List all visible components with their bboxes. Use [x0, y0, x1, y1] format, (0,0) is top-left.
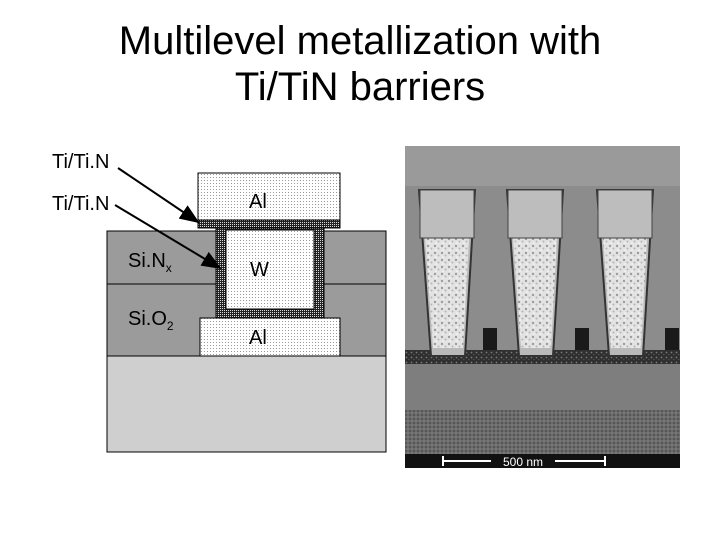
label-sio2-sub: 2	[167, 319, 174, 333]
label-al-top: Al	[249, 190, 267, 214]
sem-scale-label: 500 nm	[503, 455, 543, 468]
label-al-bottom: Al	[249, 326, 267, 350]
label-w-plug: W	[250, 258, 269, 282]
sem-contact	[665, 328, 679, 350]
label-sinx-sub: x	[166, 261, 172, 275]
label-tiTiN-side: Ti/Ti.N	[52, 192, 109, 216]
sem-substrate-band	[405, 410, 680, 454]
label-tiTiN-top: Ti/Ti.N	[52, 150, 109, 174]
label-sio2-main: Si.O	[128, 308, 167, 330]
label-sinx-main: Si.N	[128, 250, 166, 272]
sem-top-region	[405, 146, 680, 186]
sem-micrograph: 500 nm	[405, 146, 680, 468]
top-barrier-layer	[198, 220, 340, 228]
substrate-layer	[107, 356, 386, 452]
label-sio2: Si.O2	[128, 307, 174, 338]
al-top-line	[198, 173, 340, 220]
sem-dielectric-band	[405, 364, 680, 410]
sem-contact	[575, 328, 589, 350]
label-sinx: Si.Nx	[128, 249, 172, 280]
al-bottom-line	[200, 318, 340, 356]
sem-contact	[483, 328, 497, 350]
w-plug	[226, 230, 314, 309]
